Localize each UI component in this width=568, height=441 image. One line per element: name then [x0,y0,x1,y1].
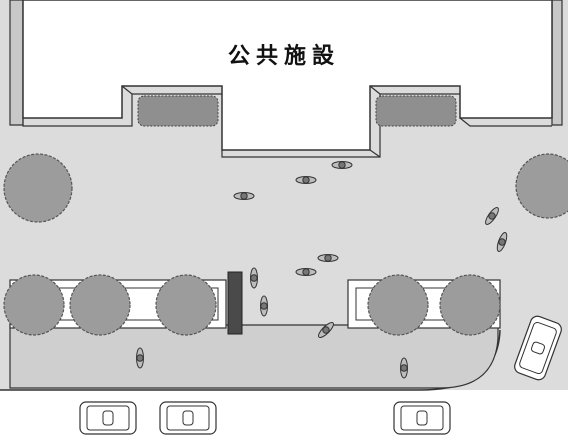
pedestrian [496,232,508,252]
pedestrian [250,267,258,289]
pedestrian [260,295,268,317]
tree [69,274,131,336]
pedestrians [136,161,508,379]
pedestrian [295,176,317,184]
sidewalk [9,324,499,389]
shrub-bed [137,95,219,127]
pedestrian [318,322,334,338]
building-ledge [121,85,133,95]
shrub-bed [375,95,457,127]
pedestrian [136,347,144,369]
building-ledge [369,149,381,158]
tree [3,274,65,336]
moving-car [514,315,562,381]
building-ledge [22,93,222,127]
building-ledge [369,85,552,127]
tree [367,274,429,336]
parked-car [393,401,451,435]
pedestrian [233,192,255,200]
building-wall-right [551,0,563,126]
parked-car [79,401,137,435]
tree [515,153,568,219]
pedestrian [295,268,317,276]
tree [155,274,217,336]
pedestrian [485,207,499,225]
pedestrian [400,357,408,379]
building-wall [9,0,24,126]
parked-car [159,401,217,435]
tree [439,274,501,336]
pedestrian [331,161,353,169]
tree [3,153,73,223]
pedestrian [317,254,339,262]
pole [227,271,243,335]
